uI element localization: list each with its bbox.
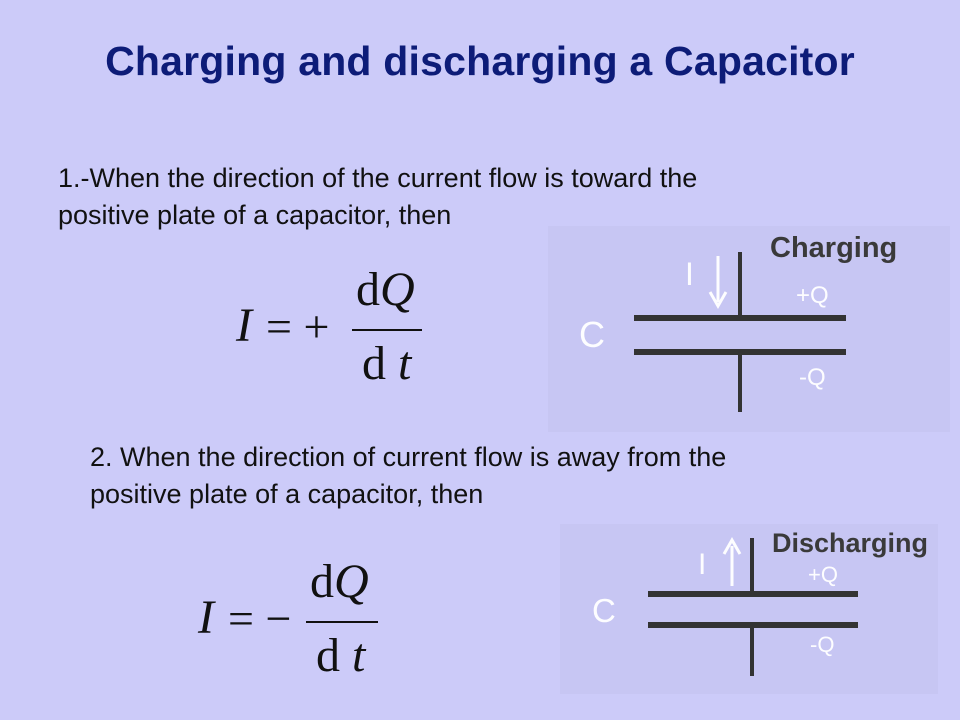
fraction-bar <box>352 329 422 331</box>
denominator-differential: d <box>316 629 340 682</box>
equation-numerator: dQ <box>356 262 415 317</box>
charging-capacitor-drawing <box>634 252 846 412</box>
discharging-capacitor-drawing <box>648 536 858 676</box>
numerator-differential: d <box>356 263 380 316</box>
current-label: I <box>685 256 694 292</box>
current-label: I <box>698 548 707 581</box>
negative-charge-label: -Q <box>810 632 835 657</box>
denominator-variable: t <box>398 337 412 390</box>
equation-denominator: d t <box>362 336 411 391</box>
equation-current-symbol: I <box>236 299 252 352</box>
equation-denominator: d t <box>316 628 365 683</box>
positive-charge-label: +Q <box>796 282 829 309</box>
arrow-up-icon <box>722 536 742 586</box>
discharging-equation: I = − dQ d t <box>198 555 398 690</box>
equation-numerator: dQ <box>310 554 369 609</box>
capacitor-label: C <box>579 314 605 355</box>
arrow-down-icon <box>708 256 728 310</box>
slide-title: Charging and discharging a Capacitor <box>105 38 855 84</box>
capacitor-label: C <box>592 592 616 629</box>
equation-operator: = − <box>228 593 292 644</box>
point-1-line-1: 1.-When the direction of the current flo… <box>58 163 698 193</box>
numerator-variable: Q <box>334 555 369 608</box>
charging-diagram: Charging C I +Q -Q <box>548 226 950 432</box>
point-2-line-1: 2. When the direction of current flow is… <box>90 442 727 472</box>
equation-current-symbol: I <box>198 591 214 644</box>
point-2-text: 2. When the direction of current flow is… <box>90 439 870 513</box>
point-1-line-2: positive plate of a capacitor, then <box>58 200 452 230</box>
charging-equation: I = + dQ d t <box>236 263 436 398</box>
point-1-text: 1.-When the direction of the current flo… <box>58 160 838 234</box>
numerator-differential: d <box>310 555 334 608</box>
discharging-diagram: Discharging C I +Q -Q <box>560 524 938 694</box>
point-2-line-2: positive plate of a capacitor, then <box>90 479 484 509</box>
numerator-variable: Q <box>380 263 415 316</box>
denominator-differential: d <box>362 337 386 390</box>
equation-operator: = + <box>266 301 330 352</box>
fraction-bar <box>306 621 378 623</box>
negative-charge-label: -Q <box>799 364 826 391</box>
positive-charge-label: +Q <box>808 562 838 587</box>
discharging-heading: Discharging <box>772 528 929 558</box>
charging-heading: Charging <box>770 232 898 264</box>
denominator-variable: t <box>352 629 366 682</box>
